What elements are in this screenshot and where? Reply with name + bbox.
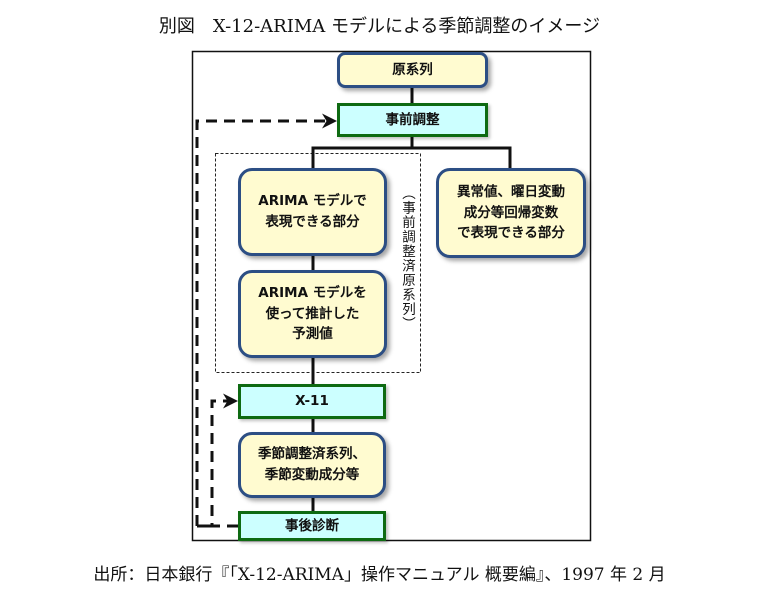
- figure-title: 別図 X-12-ARIMA モデルによる季節調整のイメージ: [0, 12, 759, 38]
- node-diagnostics: 事後診断: [238, 511, 386, 541]
- group-label-pre-adjusted-series: （事前調整済原系列）: [399, 186, 415, 331]
- pre-adjusted-group-border: [215, 153, 421, 373]
- node-original-series-label: 原系列: [392, 61, 433, 78]
- node-arima-part: ARIMA モデルで 表現できる部分: [238, 168, 387, 256]
- node-regression-part-label: 異常値、曜日変動 成分等回帰変数 で表現できる部分: [457, 183, 565, 242]
- feedback-loop-to-preadjust: [195, 113, 337, 526]
- outer-frame: [191, 50, 592, 542]
- node-x11-label: X-11: [295, 393, 329, 410]
- node-arima-forecast: ARIMA モデルを 使って推計した 予測値: [238, 270, 387, 358]
- feedback-loop-to-x11: [210, 393, 238, 528]
- figure-label: 別図: [158, 16, 195, 37]
- figure-title-text: X-12-ARIMA モデルによる季節調整のイメージ: [212, 16, 601, 37]
- node-regression-part: 異常値、曜日変動 成分等回帰変数 で表現できる部分: [436, 168, 586, 258]
- node-seasonal-output-label: 季節調整済系列、 季節変動成分等: [258, 446, 366, 483]
- node-diagnostics-label: 事後診断: [285, 517, 339, 534]
- node-arima-forecast-label: ARIMA モデルを 使って推計した 予測値: [258, 284, 367, 343]
- connector-branch: [311, 146, 512, 169]
- node-seasonal-output: 季節調整済系列、 季節変動成分等: [238, 432, 386, 498]
- node-original-series: 原系列: [337, 52, 488, 88]
- node-pre-adjustment: 事前調整: [337, 103, 488, 137]
- node-arima-part-label: ARIMA モデルで 表現できる部分: [258, 193, 367, 230]
- node-x11: X-11: [238, 384, 386, 419]
- source-note: 出所：日本銀行『「X-12-ARIMA」操作マニュアル 概要編』、1997 年 …: [93, 565, 666, 585]
- node-pre-adjustment-label: 事前調整: [385, 111, 440, 128]
